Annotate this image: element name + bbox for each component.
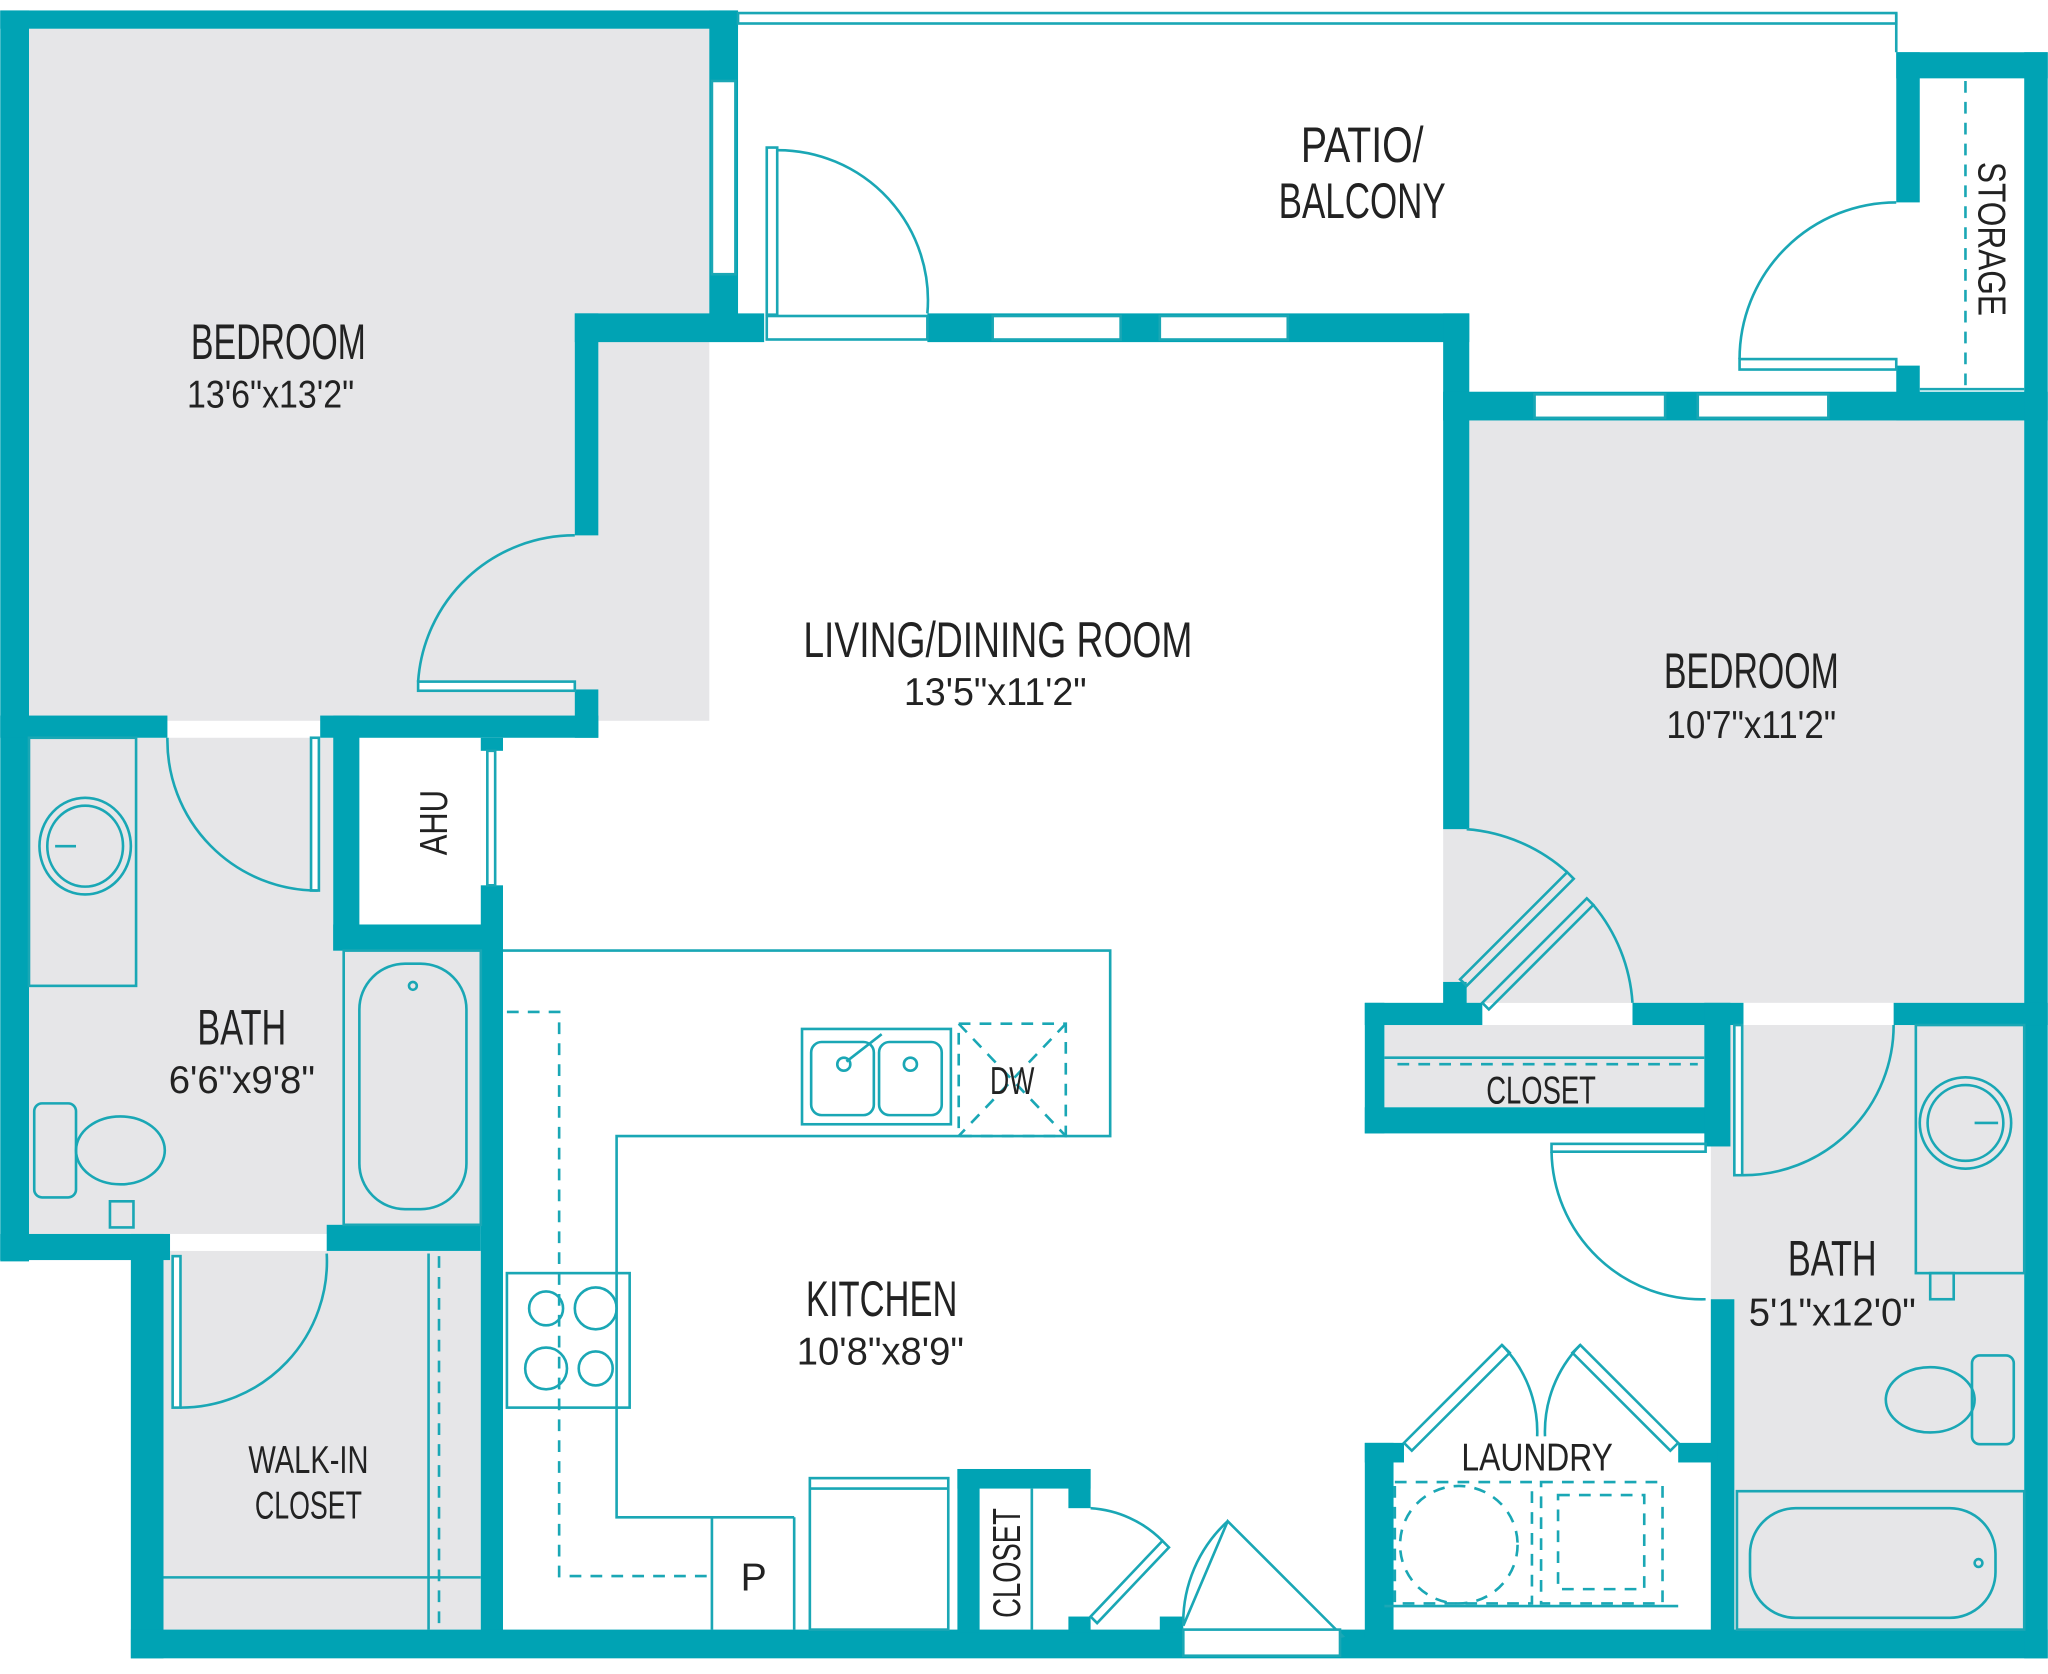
bedroom-2-door[interactable] — [1550, 1142, 1707, 1301]
kitchen-closet-door[interactable] — [1088, 1506, 1171, 1625]
bath-2-name: BATH — [1788, 1231, 1877, 1287]
kitchen-sink — [800, 1027, 953, 1126]
patio-door[interactable] — [765, 146, 930, 341]
window — [1696, 393, 1830, 420]
kitchen-counters — [502, 949, 1112, 1630]
fixtures — [27, 736, 2026, 1631]
window — [1533, 393, 1667, 420]
bath-2-dimensions: 5'1"x12'0" — [1749, 1291, 1916, 1334]
bath-1-tp-holder — [108, 1200, 135, 1229]
dishwasher — [957, 1022, 1068, 1138]
ahu-name: AHU — [413, 790, 456, 855]
bath-1-name: BATH — [197, 1000, 286, 1056]
walk-in-closet-shelves — [163, 1253, 481, 1630]
patio-name-line1: PATIO/ — [1301, 117, 1424, 173]
pantry-label: P — [741, 1556, 767, 1599]
dishwasher-label: DW — [990, 1060, 1034, 1103]
window — [710, 79, 737, 276]
entry-door[interactable] — [1181, 1518, 1346, 1658]
bedroom-2-dimensions: 10'7"x11'2" — [1666, 704, 1836, 747]
labels: BEDROOM 13'6"x13'2" PATIO/ BALCONY STORA… — [169, 117, 2013, 1618]
stove — [505, 1271, 631, 1409]
walk-in-closet-door[interactable] — [171, 1253, 329, 1409]
ahu-door[interactable] — [486, 749, 497, 887]
washer-dryer — [1384, 1480, 1679, 1608]
bedroom-2-closet-shelf — [1384, 1056, 1705, 1066]
window — [991, 314, 1122, 341]
doors — [166, 146, 1898, 1658]
windows — [710, 11, 2025, 420]
window — [1158, 314, 1290, 341]
closet-area — [1384, 1025, 1705, 1108]
bath-1-vanity-sink — [27, 736, 138, 988]
laundry-name: LAUNDRY — [1461, 1436, 1612, 1479]
kitchen-name: KITCHEN — [806, 1271, 957, 1327]
bedroom-2-closet-name: CLOSET — [1486, 1069, 1596, 1112]
walk-in-closet-name-line2: CLOSET — [255, 1485, 362, 1528]
bedroom-2-name: BEDROOM — [1664, 643, 1839, 699]
patio-railing — [736, 11, 1898, 25]
walk-in-closet-name-line1: WALK-IN — [248, 1439, 368, 1482]
patio-name-line2: BALCONY — [1279, 173, 1446, 229]
bedroom-1-door[interactable] — [416, 534, 577, 693]
living-name: LIVING/DINING ROOM — [803, 612, 1192, 668]
bath-1-door[interactable] — [166, 736, 321, 892]
bedroom-1-door-nook — [392, 535, 595, 699]
storage-name: STORAGE — [1970, 162, 2013, 316]
kitchen-closet-name: CLOSET — [986, 1508, 1029, 1618]
bath-2-tub — [1735, 1489, 2026, 1631]
ahu-area — [359, 737, 481, 925]
bath-1-toilet — [32, 1102, 167, 1199]
bath-2-area — [1710, 1025, 2025, 1630]
bath-2-vanity-sink — [1914, 1023, 2026, 1275]
bath-2-tp-holder — [1928, 1271, 1956, 1301]
bath-1-tub — [342, 949, 483, 1227]
bath-1-dimensions: 6'6"x9'8" — [169, 1059, 315, 1102]
bedroom-2-door-nook — [1443, 829, 1640, 1003]
bath-2-toilet — [1884, 1354, 2016, 1446]
refrigerator — [808, 1476, 950, 1631]
bath-2-door[interactable] — [1733, 1023, 1895, 1177]
bedroom-1-dimensions: 13'6"x13'2" — [187, 373, 354, 416]
storage-door[interactable] — [1738, 201, 1898, 371]
living-dimensions: 13'5"x11'2" — [904, 671, 1087, 714]
bedroom-2-closet-bifold-door[interactable] — [1458, 827, 1634, 1012]
bedroom-1-name: BEDROOM — [191, 314, 366, 370]
kitchen-dimensions: 10'8"x8'9" — [797, 1331, 964, 1374]
laundry-bifold-door[interactable] — [1402, 1343, 1681, 1453]
bedroom-1-area — [29, 28, 710, 721]
